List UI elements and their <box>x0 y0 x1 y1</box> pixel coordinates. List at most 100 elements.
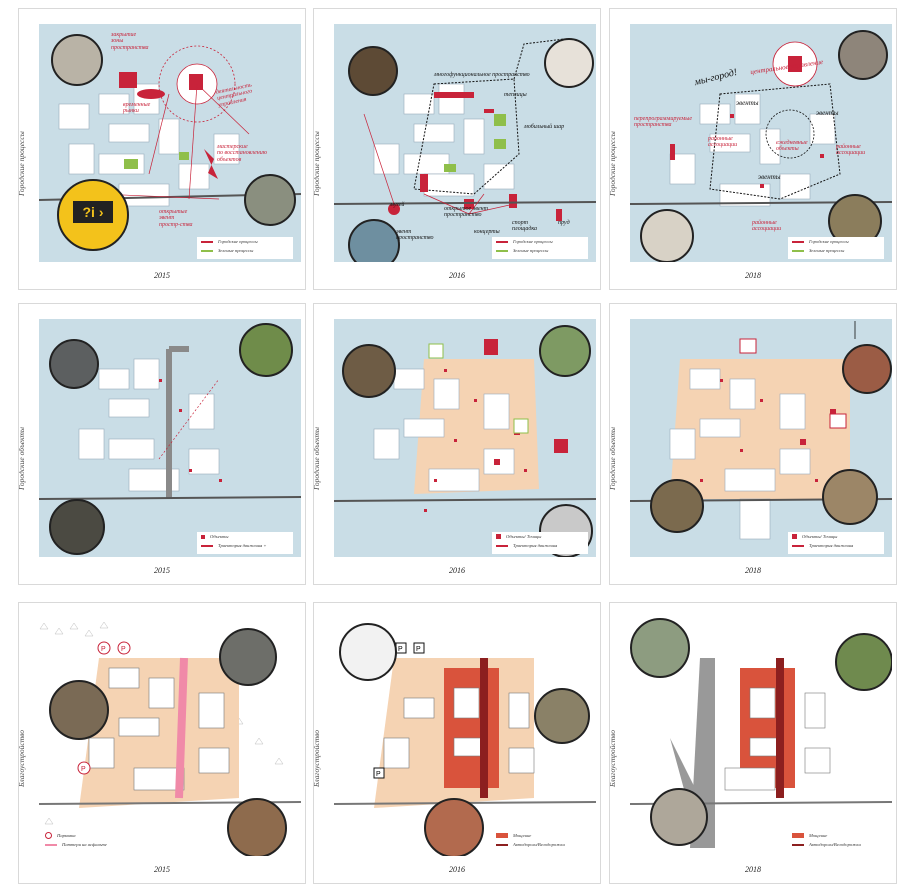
legend: Парковка Паттерн на асфальте <box>41 831 137 853</box>
legend: Объекты Траектория движения + <box>197 532 293 554</box>
legend-swatch <box>496 843 508 846</box>
label-open-events: открытые эвент простр-ства <box>159 209 193 228</box>
photo-no-cars-sign <box>650 788 708 846</box>
side-title: Городские процессы <box>313 131 321 197</box>
legend-item: Объекты <box>197 532 293 541</box>
photo-street-sign <box>49 339 99 389</box>
year-label: 2016 <box>449 566 465 575</box>
photo-plants <box>239 323 293 377</box>
photo-shelter <box>49 499 105 555</box>
photo-historical-building <box>842 344 892 394</box>
legend: Городские процессы Зеленые процессы <box>788 237 884 259</box>
legend-item: Городские процессы <box>197 237 293 246</box>
legend-swatch <box>792 534 797 539</box>
legend-item: Парковка <box>41 831 137 840</box>
legend-swatch <box>792 843 804 846</box>
label-museum: музей <box>390 202 405 208</box>
side-title: Благоустройство <box>313 729 321 787</box>
legend-text: Парковка <box>57 833 76 838</box>
year-label: 2016 <box>449 271 465 280</box>
legend-item: Зеленые процессы <box>197 246 293 255</box>
legend-item: Городские процессы <box>492 237 588 246</box>
panel-landscaping-2018: Мощение Автодороги/Велодорожки Благоустр… <box>609 602 897 884</box>
legend-text: Городские процессы <box>513 239 553 244</box>
year-label: 2015 <box>154 865 170 874</box>
photo-gardener <box>835 633 892 691</box>
year-label: 2015 <box>154 566 170 575</box>
legend-swatch <box>792 833 804 838</box>
photo-trees-plaza <box>630 618 690 678</box>
side-title: Благоустройство <box>18 729 26 787</box>
legend-item: Траектория движения + <box>197 541 293 550</box>
label-open-event: открытое эвент пространство <box>444 206 488 219</box>
photo-paving-detail <box>534 688 590 744</box>
photo-sticker <box>544 38 594 88</box>
panel-urban-processes-2016: многофункциональное пространство теплицы… <box>313 8 601 290</box>
label-closure: закрытие зоны пространства <box>111 32 149 51</box>
parking-marker: P <box>121 646 126 653</box>
label-district-assoc-2: районные ассоциации <box>836 144 866 157</box>
year-label: 2018 <box>745 271 761 280</box>
photo-info-sign: ?i › <box>57 179 129 251</box>
photo-people <box>244 174 296 226</box>
legend-text: Объекты <box>210 534 229 539</box>
info-sign-icon: ?i › <box>73 201 113 223</box>
legend-swatch <box>45 843 57 846</box>
legend-item: Зеленые процессы <box>788 246 884 255</box>
year-label: 2015 <box>154 271 170 280</box>
legend-item: Объекты/ Точицы <box>788 532 884 541</box>
legend-item: Мощение <box>788 831 884 840</box>
legend-text: Мощение <box>809 833 828 838</box>
legend-item: Объекты/ Точицы <box>492 532 588 541</box>
map-drawing <box>630 321 892 540</box>
legend-swatch <box>496 534 501 539</box>
map-area: Объекты Траектория движения + <box>39 319 301 557</box>
map-drawing <box>39 346 301 500</box>
label-events-3: эвенты <box>758 173 781 181</box>
legend-swatch <box>496 249 508 252</box>
photo-bins <box>348 219 400 262</box>
parking-marker: P <box>416 646 421 653</box>
legend-item: Мощение <box>492 831 588 840</box>
map-drawing: P P P <box>334 642 596 808</box>
legend-item: Автодороги/Велодорожки <box>788 840 884 849</box>
legend-swatch <box>45 832 52 839</box>
panel-landscaping-2015: P P P Парковка Паттерн на асфальте Благо… <box>18 602 306 884</box>
legend-item: Зеленые процессы <box>492 246 588 255</box>
legend-text: Траектория движения + <box>218 543 267 548</box>
map-area: P P P Мощение Автодороги/Велодорожки <box>334 618 596 856</box>
parking-marker: P <box>376 771 381 778</box>
legend-text: Траектория движения <box>513 543 558 548</box>
panel-urban-processes-2015: ?i › закрытие зоны пространства временны… <box>18 8 306 290</box>
map-drawing <box>334 339 596 512</box>
photo-wooden-pavilion <box>650 479 704 533</box>
label-reprogrammable: перепрограммируемые пространства <box>634 116 692 129</box>
legend-item: Городские процессы <box>788 237 884 246</box>
legend-swatch <box>201 544 213 547</box>
label-sport: спорт площадка <box>512 220 538 233</box>
legend-swatch <box>201 249 213 252</box>
legend-swatch <box>201 240 213 243</box>
label-pond: пруд <box>558 220 570 226</box>
panel-urban-processes-2018: мы-город! центральное управление эвенты … <box>609 8 897 290</box>
legend: Объекты/ Точицы Траектория движения <box>788 532 884 554</box>
side-title: Городские объекты <box>313 427 321 491</box>
map-drawing <box>334 38 596 221</box>
legend-text: Автодороги/Велодорожки <box>513 842 565 847</box>
panel-landscaping-2016: P P P Мощение Автодороги/Велодорожки Бла… <box>313 602 601 884</box>
side-title: Благоустройство <box>609 729 617 787</box>
legend-item: Паттерн на асфальте <box>41 840 137 849</box>
photo-market-crowd <box>51 34 103 86</box>
photo-phone <box>640 209 694 262</box>
legend-text: Городские процессы <box>218 239 258 244</box>
label-concerts: концерты <box>474 229 500 235</box>
legend-text: Зеленые процессы <box>809 248 845 253</box>
label-greenhouses: теплицы <box>504 92 527 98</box>
legend-swatch <box>201 534 205 539</box>
parking-marker: P <box>81 766 86 773</box>
legend-text: Зеленые процессы <box>218 248 254 253</box>
map-area: Объекты/ Точицы Траектория движения <box>334 319 596 557</box>
photo-meeting <box>838 30 888 80</box>
label-workshops: мастерские по восстановлению объектов <box>217 144 267 163</box>
legend-swatch <box>496 240 508 243</box>
